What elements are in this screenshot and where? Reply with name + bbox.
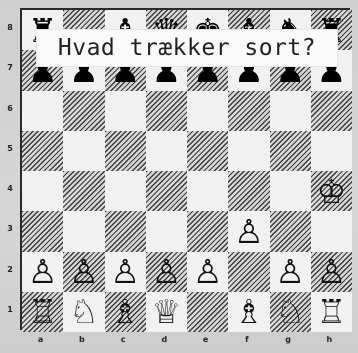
white-rook-icon[interactable]: ♖ xyxy=(28,295,58,328)
square-f4[interactable] xyxy=(228,171,269,211)
white-pawn-icon[interactable]: ♙ xyxy=(69,255,99,288)
white-bishop-icon[interactable]: ♗ xyxy=(234,295,264,328)
square-f6[interactable] xyxy=(228,91,269,131)
rank-label-1: 1 xyxy=(4,305,16,314)
square-e3[interactable] xyxy=(187,211,228,251)
rank-label-5: 5 xyxy=(4,144,16,153)
file-label-d: d xyxy=(144,335,185,344)
square-d5[interactable] xyxy=(146,131,187,171)
white-bishop-icon[interactable]: ♗ xyxy=(110,295,140,328)
square-a4[interactable] xyxy=(22,171,63,211)
square-b2[interactable]: ♙ xyxy=(63,252,104,292)
white-pawn-icon[interactable]: ♙ xyxy=(110,255,140,288)
square-c2[interactable]: ♙ xyxy=(105,252,146,292)
rank-label-7: 7 xyxy=(4,63,16,72)
white-pawn-icon[interactable]: ♙ xyxy=(28,255,58,288)
square-b3[interactable] xyxy=(63,211,104,251)
square-h6[interactable] xyxy=(311,91,352,131)
white-knight-icon[interactable]: ♘ xyxy=(275,295,305,328)
square-g3[interactable] xyxy=(270,211,311,251)
question-text: Hvad trækker sort? xyxy=(58,35,316,61)
rank-label-8: 8 xyxy=(4,23,16,32)
square-a3[interactable] xyxy=(22,211,63,251)
square-d6[interactable] xyxy=(146,91,187,131)
square-f5[interactable] xyxy=(228,131,269,171)
square-c6[interactable] xyxy=(105,91,146,131)
white-pawn-icon[interactable]: ♙ xyxy=(152,255,182,288)
square-e1[interactable] xyxy=(187,292,228,332)
white-pawn-icon[interactable]: ♙ xyxy=(234,215,264,248)
square-g6[interactable] xyxy=(270,91,311,131)
square-e5[interactable] xyxy=(187,131,228,171)
square-h4[interactable]: ♔ xyxy=(311,171,352,211)
square-g1[interactable]: ♘ xyxy=(270,292,311,332)
square-h2[interactable]: ♙ xyxy=(311,252,352,292)
square-d1[interactable]: ♕ xyxy=(146,292,187,332)
square-f1[interactable]: ♗ xyxy=(228,292,269,332)
square-a2[interactable]: ♙ xyxy=(22,252,63,292)
square-a5[interactable] xyxy=(22,131,63,171)
square-h1[interactable]: ♖ xyxy=(311,292,352,332)
square-g4[interactable] xyxy=(270,171,311,211)
white-knight-icon[interactable]: ♘ xyxy=(69,295,99,328)
square-e4[interactable] xyxy=(187,171,228,211)
square-b4[interactable] xyxy=(63,171,104,211)
square-c1[interactable]: ♗ xyxy=(105,292,146,332)
square-e2[interactable]: ♙ xyxy=(187,252,228,292)
square-d3[interactable] xyxy=(146,211,187,251)
file-label-h: h xyxy=(309,335,350,344)
file-label-g: g xyxy=(268,335,309,344)
rank-label-3: 3 xyxy=(4,224,16,233)
square-h3[interactable] xyxy=(311,211,352,251)
file-label-b: b xyxy=(61,335,102,344)
square-g5[interactable] xyxy=(270,131,311,171)
square-a6[interactable] xyxy=(22,91,63,131)
file-label-e: e xyxy=(185,335,226,344)
square-b5[interactable] xyxy=(63,131,104,171)
square-e6[interactable] xyxy=(187,91,228,131)
file-label-c: c xyxy=(103,335,144,344)
question-banner: Hvad trækker sort? xyxy=(36,29,338,67)
white-king-icon[interactable]: ♔ xyxy=(317,175,347,208)
rank-label-4: 4 xyxy=(4,184,16,193)
square-f2[interactable] xyxy=(228,252,269,292)
rank-label-2: 2 xyxy=(4,265,16,274)
square-d4[interactable] xyxy=(146,171,187,211)
square-g2[interactable]: ♙ xyxy=(270,252,311,292)
white-queen-icon[interactable]: ♕ xyxy=(152,295,182,328)
square-h5[interactable] xyxy=(311,131,352,171)
square-a1[interactable]: ♖ xyxy=(22,292,63,332)
file-label-a: a xyxy=(20,335,61,344)
rank-label-6: 6 xyxy=(4,104,16,113)
white-pawn-icon[interactable]: ♙ xyxy=(275,255,305,288)
white-pawn-icon[interactable]: ♙ xyxy=(193,255,223,288)
square-d2[interactable]: ♙ xyxy=(146,252,187,292)
white-pawn-icon[interactable]: ♙ xyxy=(317,255,347,288)
square-c4[interactable] xyxy=(105,171,146,211)
square-b1[interactable]: ♘ xyxy=(63,292,104,332)
square-f3[interactable]: ♙ xyxy=(228,211,269,251)
square-c3[interactable] xyxy=(105,211,146,251)
square-b6[interactable] xyxy=(63,91,104,131)
white-rook-icon[interactable]: ♖ xyxy=(317,295,347,328)
file-label-f: f xyxy=(226,335,267,344)
square-c5[interactable] xyxy=(105,131,146,171)
